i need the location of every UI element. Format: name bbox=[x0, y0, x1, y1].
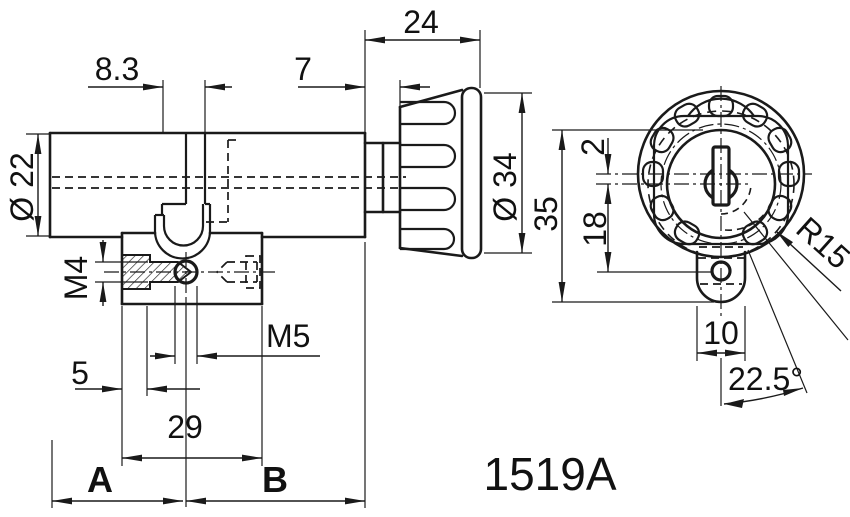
dim-thread-m4-label: M4 bbox=[58, 256, 94, 300]
dim-knob-length-label: 24 bbox=[403, 4, 439, 40]
front-view-outline bbox=[596, 86, 849, 408]
dim-hole-spacing-label: 29 bbox=[167, 409, 203, 445]
side-view-outline bbox=[48, 86, 483, 507]
dim-body-diameter-label: Ø 22 bbox=[4, 152, 40, 221]
dim-thread-m5-label: M5 bbox=[266, 318, 310, 354]
dim-overall-height-label: 35 bbox=[528, 196, 564, 232]
dim-lug-width-label: 10 bbox=[703, 315, 739, 351]
dim-edge-to-hole-label: 5 bbox=[71, 355, 89, 391]
dim-slot-width-label: 8.3 bbox=[95, 51, 139, 87]
dim-axis-offset-label: 2 bbox=[575, 138, 611, 156]
dim-length-a-label: A bbox=[87, 459, 113, 500]
dim-neck-length-label: 7 bbox=[294, 51, 312, 87]
front-view-dimensions bbox=[552, 129, 842, 361]
side-view-dimensions bbox=[26, 30, 532, 508]
dim-length-b-label: B bbox=[262, 459, 288, 500]
dim-center-height-label: 18 bbox=[577, 211, 613, 247]
dim-knob-diameter-label: Ø 34 bbox=[487, 152, 523, 221]
part-number-label: 1519A bbox=[483, 448, 616, 500]
dim-rotation-angle-label: 22.5° bbox=[728, 361, 803, 397]
